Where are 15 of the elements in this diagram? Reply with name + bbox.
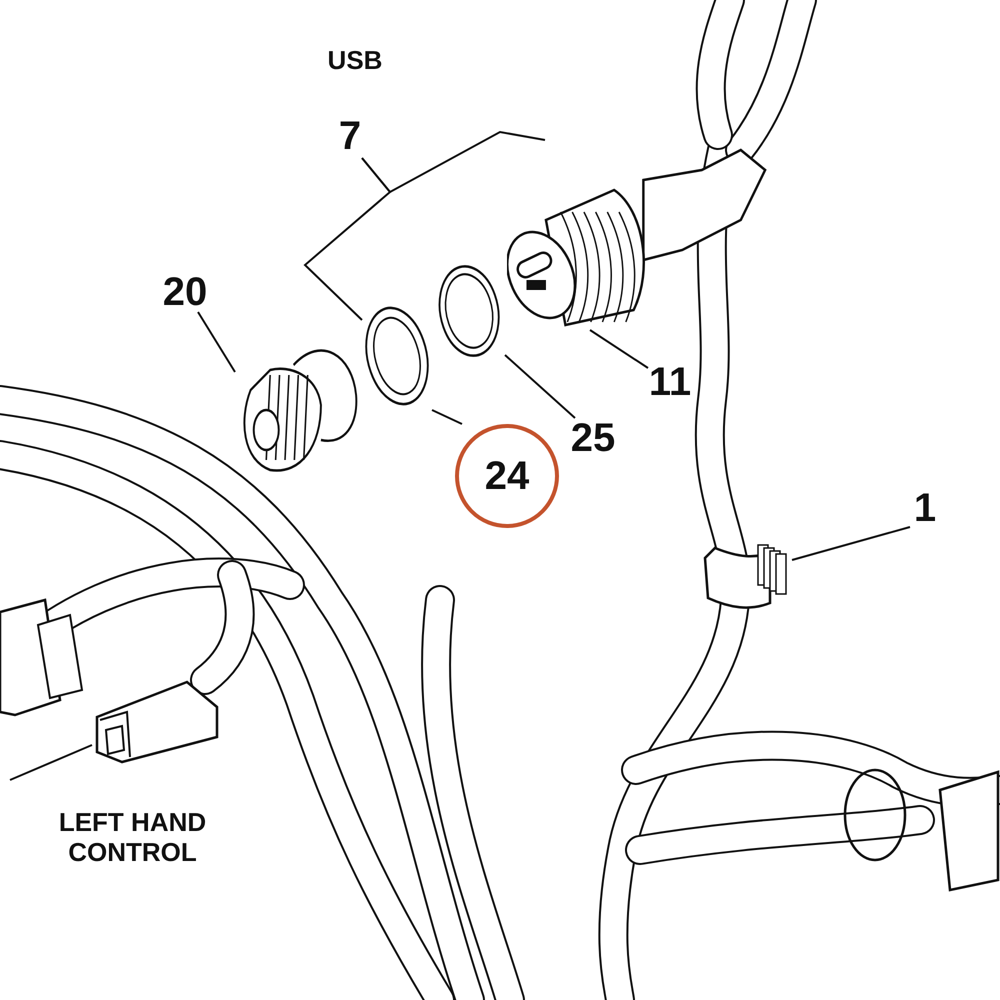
leader-line: [197, 311, 236, 373]
leader-line: [361, 130, 546, 194]
part-label: USB: [326, 46, 384, 76]
leader-line: [589, 329, 649, 369]
part-label: LEFT HAND CONTROL: [58, 808, 208, 868]
leader-line: [504, 354, 576, 419]
callout-number: 24: [455, 424, 559, 528]
leader-line: [432, 409, 462, 425]
callout-number: 1: [910, 488, 940, 528]
leader-line: [10, 744, 92, 781]
callout-number: 11: [648, 362, 692, 402]
callout-number: 7: [330, 116, 370, 158]
leader-line: [792, 526, 910, 561]
callout-number: 25: [568, 418, 618, 458]
callout-number: 20: [160, 272, 210, 312]
